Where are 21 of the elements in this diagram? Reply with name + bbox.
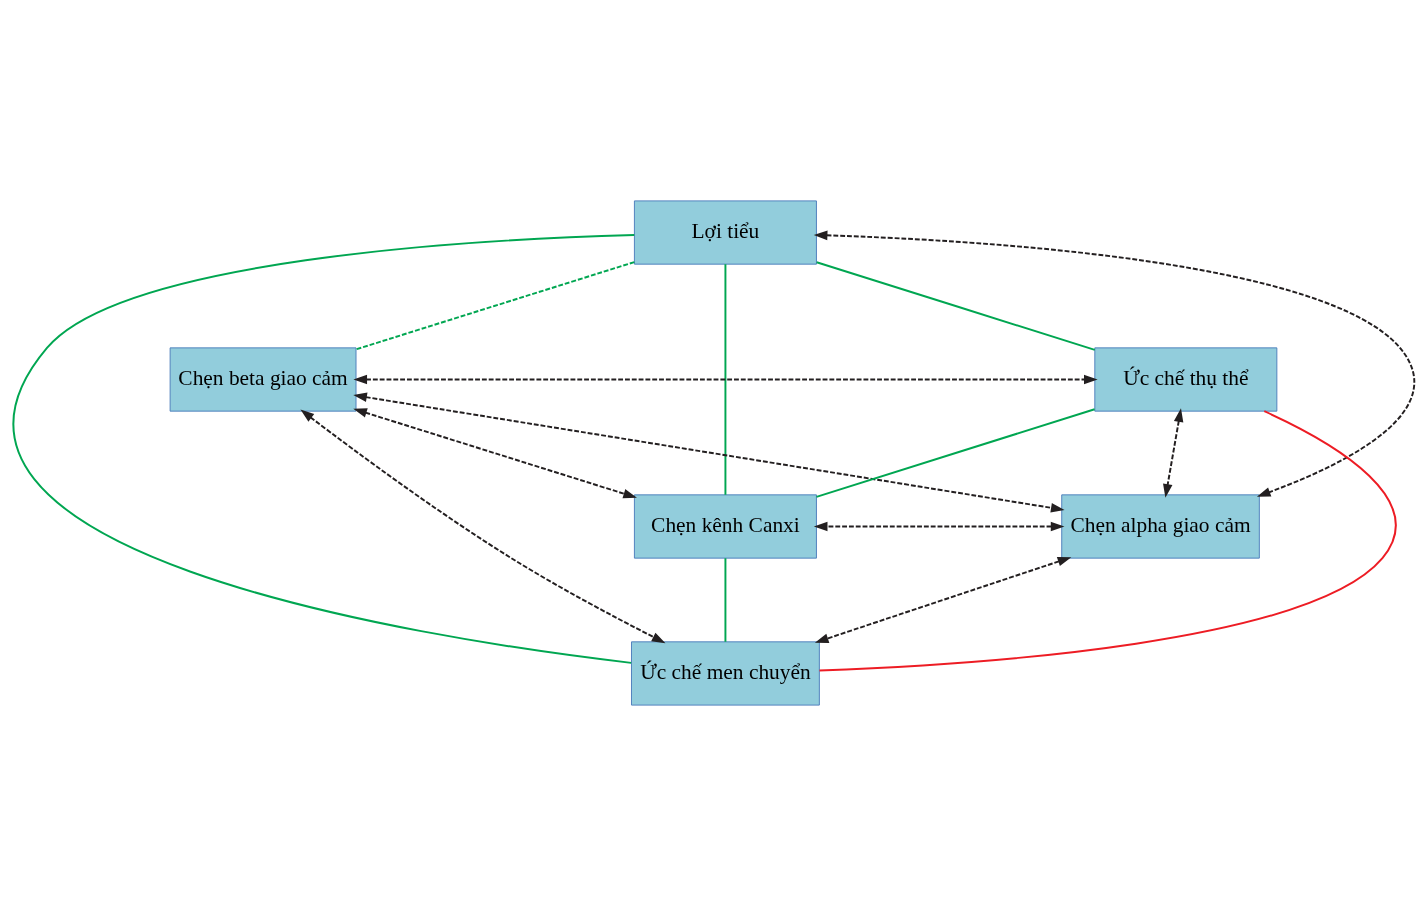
node-box: Chẹn kênh Canxi: [633, 494, 817, 559]
arrow: [353, 374, 1098, 385]
arrow: [813, 230, 1416, 497]
connector: [14, 233, 636, 664]
arrow: [814, 557, 1072, 643]
arrow: [1163, 408, 1184, 498]
node-box: Lợi tiểu: [633, 200, 817, 265]
connector: [815, 261, 1096, 351]
arrow: [353, 408, 637, 499]
connector: [818, 410, 1397, 672]
connector: [724, 263, 727, 496]
node-box: Chẹn beta giao cảm: [169, 347, 357, 412]
connector: [724, 557, 727, 643]
connector: [815, 408, 1096, 498]
connector: [355, 261, 636, 351]
arrow: [813, 521, 1065, 532]
node-box: Chẹn alpha giao cảm: [1061, 494, 1260, 559]
arrow: [300, 409, 666, 644]
node-box: Ức chế thụ thể: [1094, 347, 1278, 412]
arrow: [353, 392, 1065, 513]
node-box: Ức chế men chuyển: [631, 641, 820, 706]
